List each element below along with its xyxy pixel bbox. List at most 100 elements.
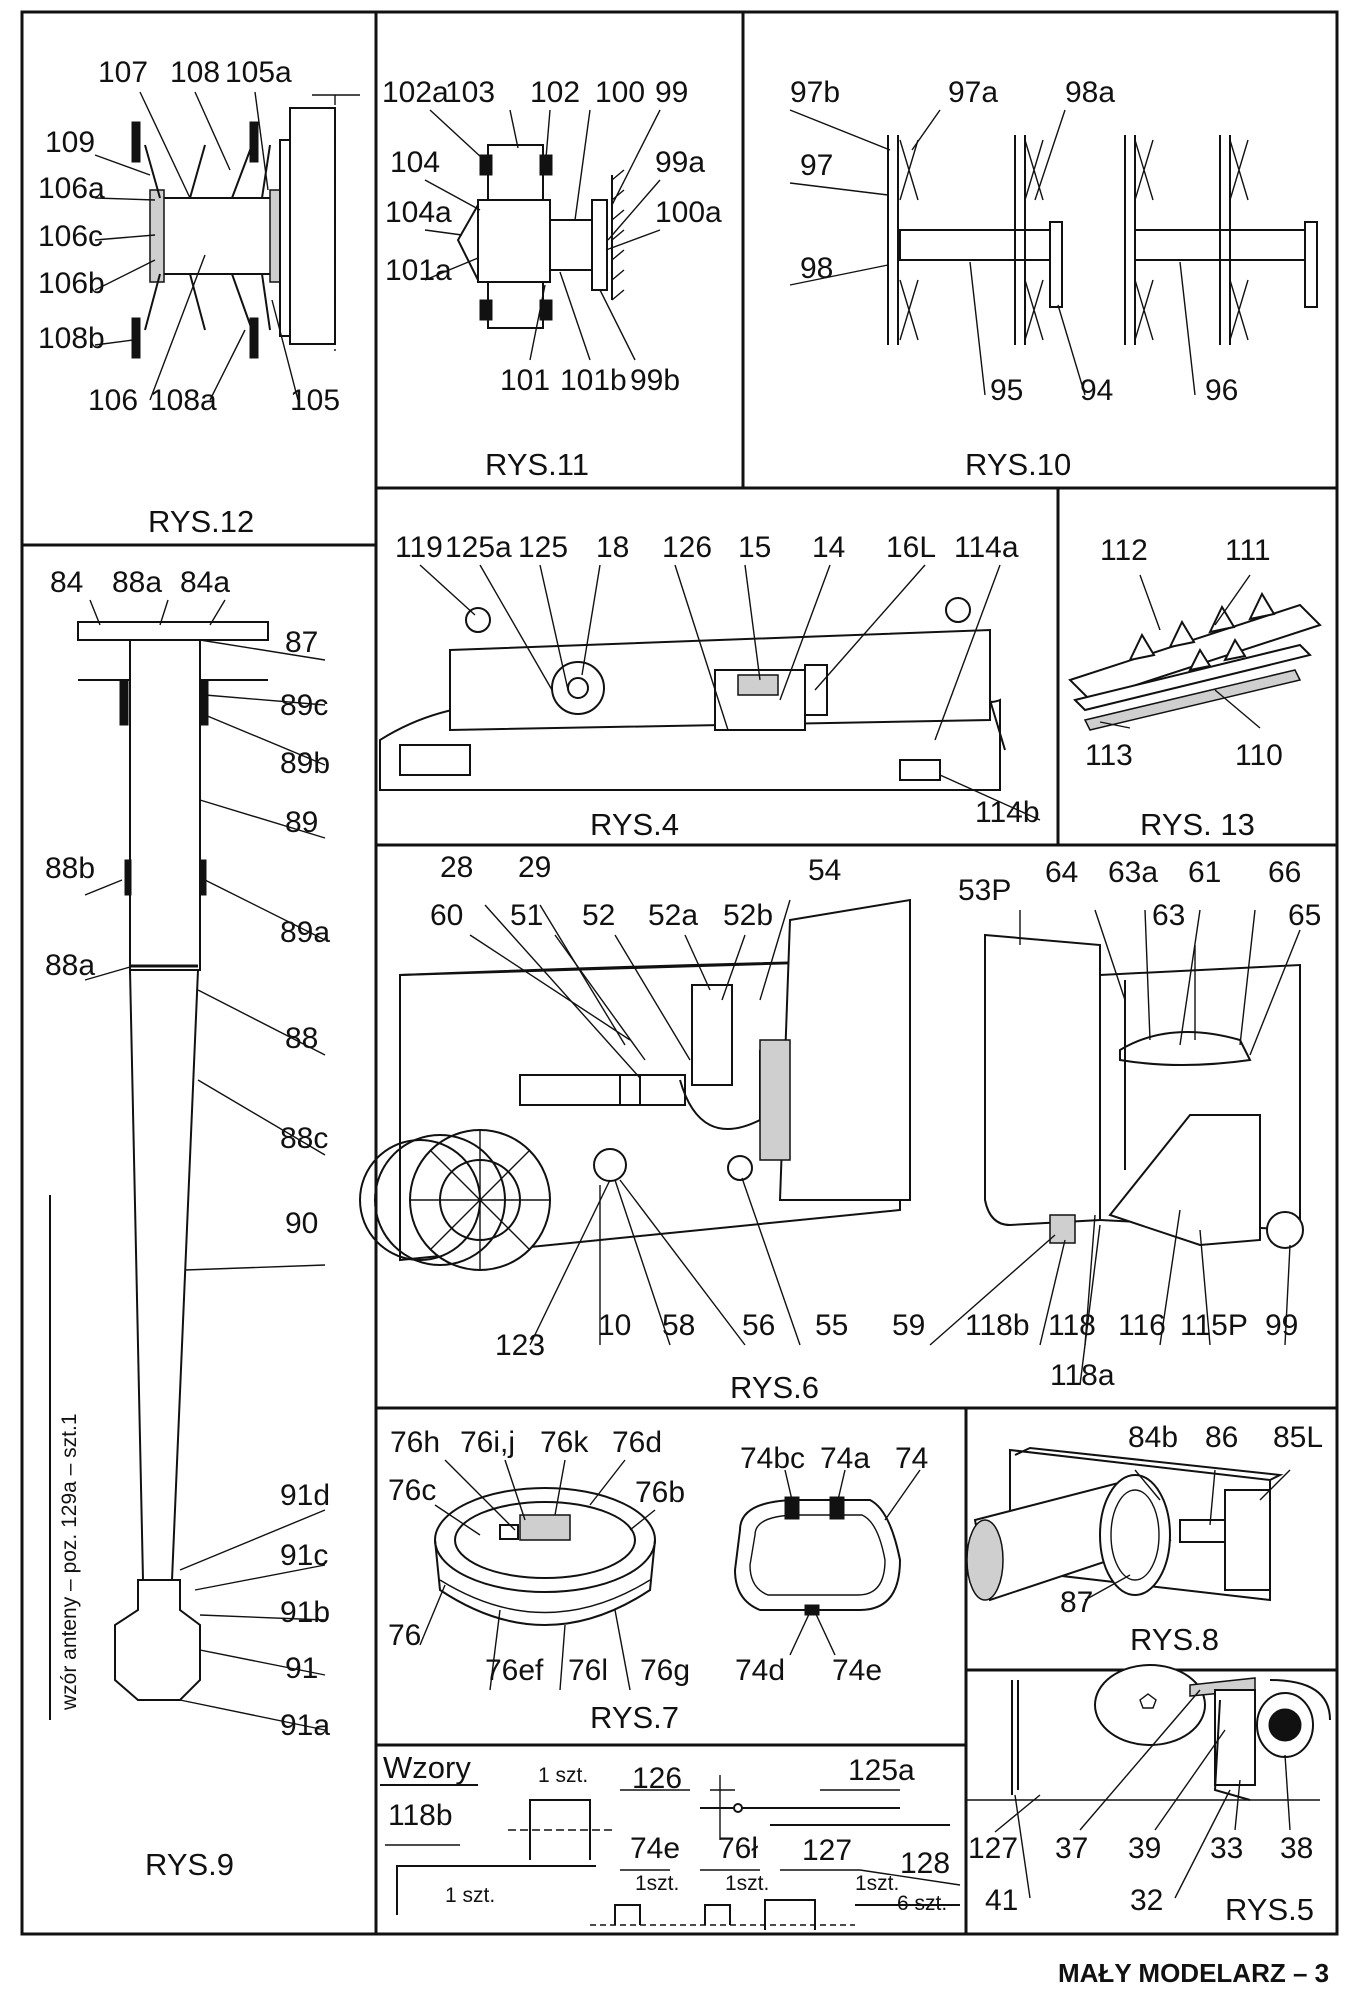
- rys6-label-115P: 115P: [1180, 1309, 1248, 1342]
- figure-rys8: 84b 86 85L 87 RYS.8: [966, 1421, 1323, 1657]
- figure-rys13: 112 111 113 110 RYS. 13: [1068, 534, 1322, 842]
- rys12-label-106b: 106b: [38, 267, 105, 300]
- pattern-128-qty: 6 szt.: [897, 1892, 947, 1915]
- rys11-label-104: 104: [390, 146, 440, 179]
- rys6-label-66: 66: [1268, 856, 1301, 889]
- figure-rys5: 127 37 39 33 38 41 32 RYS.5: [966, 1664, 1331, 1927]
- rys9-label-84: 84: [50, 566, 83, 599]
- patterns-title: Wzory: [383, 1750, 471, 1785]
- rys5-label-33: 33: [1210, 1832, 1243, 1865]
- rys12-caption: RYS.12: [148, 504, 254, 539]
- rys12-label-105: 105: [290, 384, 340, 417]
- patterns-panel: Wzory 126 1 szt. 125a 118b 1 szt.: [380, 1750, 961, 1930]
- rys4-label-119: 119: [395, 531, 443, 564]
- rys6-label-118a: 118a: [1050, 1359, 1115, 1392]
- rys6-label-64: 64: [1045, 856, 1078, 889]
- rys11-label-102a: 102a: [382, 76, 449, 109]
- pattern-74e-num: 74e: [630, 1832, 680, 1865]
- rys7-label-74e: 74e: [832, 1654, 882, 1687]
- rys5-label-37: 37: [1055, 1832, 1088, 1865]
- pattern-76l-num: 76ł: [718, 1832, 758, 1865]
- figure-rys4: 119 125a 125 18 126 15 14 16L 114a 114b …: [379, 531, 1041, 842]
- rys12-label-106a: 106a: [38, 172, 105, 205]
- rys6-label-52: 52: [582, 899, 615, 932]
- rys8-label-85L: 85L: [1273, 1421, 1323, 1454]
- rys9-label-90: 90: [285, 1207, 318, 1240]
- rys7-label-76g: 76g: [640, 1654, 690, 1687]
- rys5-label-39: 39: [1128, 1832, 1161, 1865]
- pattern-126-num: 126: [632, 1762, 682, 1795]
- rys10-label-97a: 97a: [948, 76, 998, 109]
- pattern-126-qty: 1 szt.: [538, 1764, 588, 1787]
- rys4-label-14: 14: [812, 531, 845, 564]
- rys9-label-87: 87: [285, 626, 318, 659]
- rys11-label-100a: 100a: [655, 196, 722, 229]
- rys6-label-54: 54: [808, 854, 841, 887]
- rys11-label-99b: 99b: [630, 364, 680, 397]
- rys10-label-95: 95: [990, 374, 1023, 407]
- rys9-label-91: 91: [285, 1652, 318, 1685]
- rys12-label-107: 107: [98, 56, 148, 89]
- rys6-label-59: 59: [892, 1309, 925, 1342]
- rys7-label-76ij: 76i,j: [460, 1426, 515, 1459]
- rys11-label-101a: 101a: [385, 254, 452, 287]
- pattern-128-num: 128: [900, 1847, 950, 1880]
- rys9-label-88: 88: [285, 1022, 318, 1055]
- figure-rys7: 76h 76i,j 76k 76d 76c 76b 76 76ef 76l 76…: [388, 1426, 928, 1735]
- rys11-label-104a: 104a: [385, 196, 452, 229]
- rys9-caption: RYS.9: [145, 1847, 234, 1882]
- rys6-label-29: 29: [518, 851, 551, 884]
- rys9-label-89: 89: [285, 806, 318, 839]
- rys11-label-102: 102: [530, 76, 580, 109]
- rys7-caption: RYS.7: [590, 1700, 679, 1735]
- panel-borders: [20, 10, 1339, 1936]
- rys7-label-74a: 74a: [820, 1442, 870, 1475]
- rys6-label-61: 61: [1188, 856, 1221, 889]
- rys7-label-76l: 76l: [568, 1654, 608, 1687]
- rys13-label-112: 112: [1100, 534, 1148, 567]
- rys12-label-108a: 108a: [150, 384, 217, 417]
- rys6-label-28: 28: [440, 851, 473, 884]
- rys7-label-76h: 76h: [390, 1426, 440, 1459]
- rys10-label-98: 98: [800, 252, 833, 285]
- rys9-label-84a: 84a: [180, 566, 230, 599]
- rys9-label-91b: 91b: [280, 1596, 330, 1629]
- rys9-antenna-note: wzór anteny – poz. 129a – szt.1: [58, 1413, 81, 1711]
- rys4-caption: RYS.4: [590, 807, 679, 842]
- rys5-label-41: 41: [985, 1884, 1018, 1917]
- rys6-label-99: 99: [1265, 1309, 1298, 1342]
- rys8-caption: RYS.8: [1130, 1622, 1219, 1657]
- rys13-label-113: 113: [1085, 739, 1133, 772]
- rys4-label-15: 15: [738, 531, 771, 564]
- rys5-label-32: 32: [1130, 1884, 1163, 1917]
- rys9-label-88b: 88b: [45, 852, 95, 885]
- rys10-leaders: [789, 109, 1196, 396]
- rys6-label-60: 60: [430, 899, 463, 932]
- rys6-label-123: 123: [495, 1329, 545, 1362]
- rys12-label-109: 109: [45, 126, 95, 159]
- rys6-caption: RYS.6: [730, 1370, 819, 1405]
- rys10-drawing: [887, 135, 1318, 345]
- figure-rys9: 84 88a 84a 87 89c 89b 89 88b 89a 88a 88 …: [45, 566, 330, 1882]
- rys6-label-52a: 52a: [648, 899, 698, 932]
- rys7-leaders: [419, 1459, 921, 1691]
- rys6-label-51: 51: [510, 899, 543, 932]
- rys6-label-58: 58: [662, 1309, 695, 1342]
- rys9-label-88a: 88a: [45, 949, 95, 982]
- rys6-label-118: 118: [1048, 1309, 1096, 1342]
- rys11-label-99: 99: [655, 76, 688, 109]
- pattern-125a-num: 125a: [848, 1754, 915, 1787]
- rys10-caption: RYS.10: [965, 447, 1071, 482]
- rys9-drawing: [49, 621, 269, 1720]
- rys9-leaders: [84, 599, 326, 1731]
- rys9-label-89c: 89c: [280, 689, 328, 722]
- pattern-127-qty: 1szt.: [855, 1872, 899, 1895]
- rys6-leaders: [469, 899, 1301, 1386]
- rys7-label-76: 76: [388, 1619, 421, 1652]
- rys11-label-101: 101: [500, 364, 550, 397]
- rys6-label-55: 55: [815, 1309, 848, 1342]
- rys11-caption: RYS.11: [485, 447, 589, 482]
- rys7-label-74: 74: [895, 1442, 928, 1475]
- rys7-label-76c: 76c: [388, 1474, 436, 1507]
- rys9-label-88a-top: 88a: [112, 566, 162, 599]
